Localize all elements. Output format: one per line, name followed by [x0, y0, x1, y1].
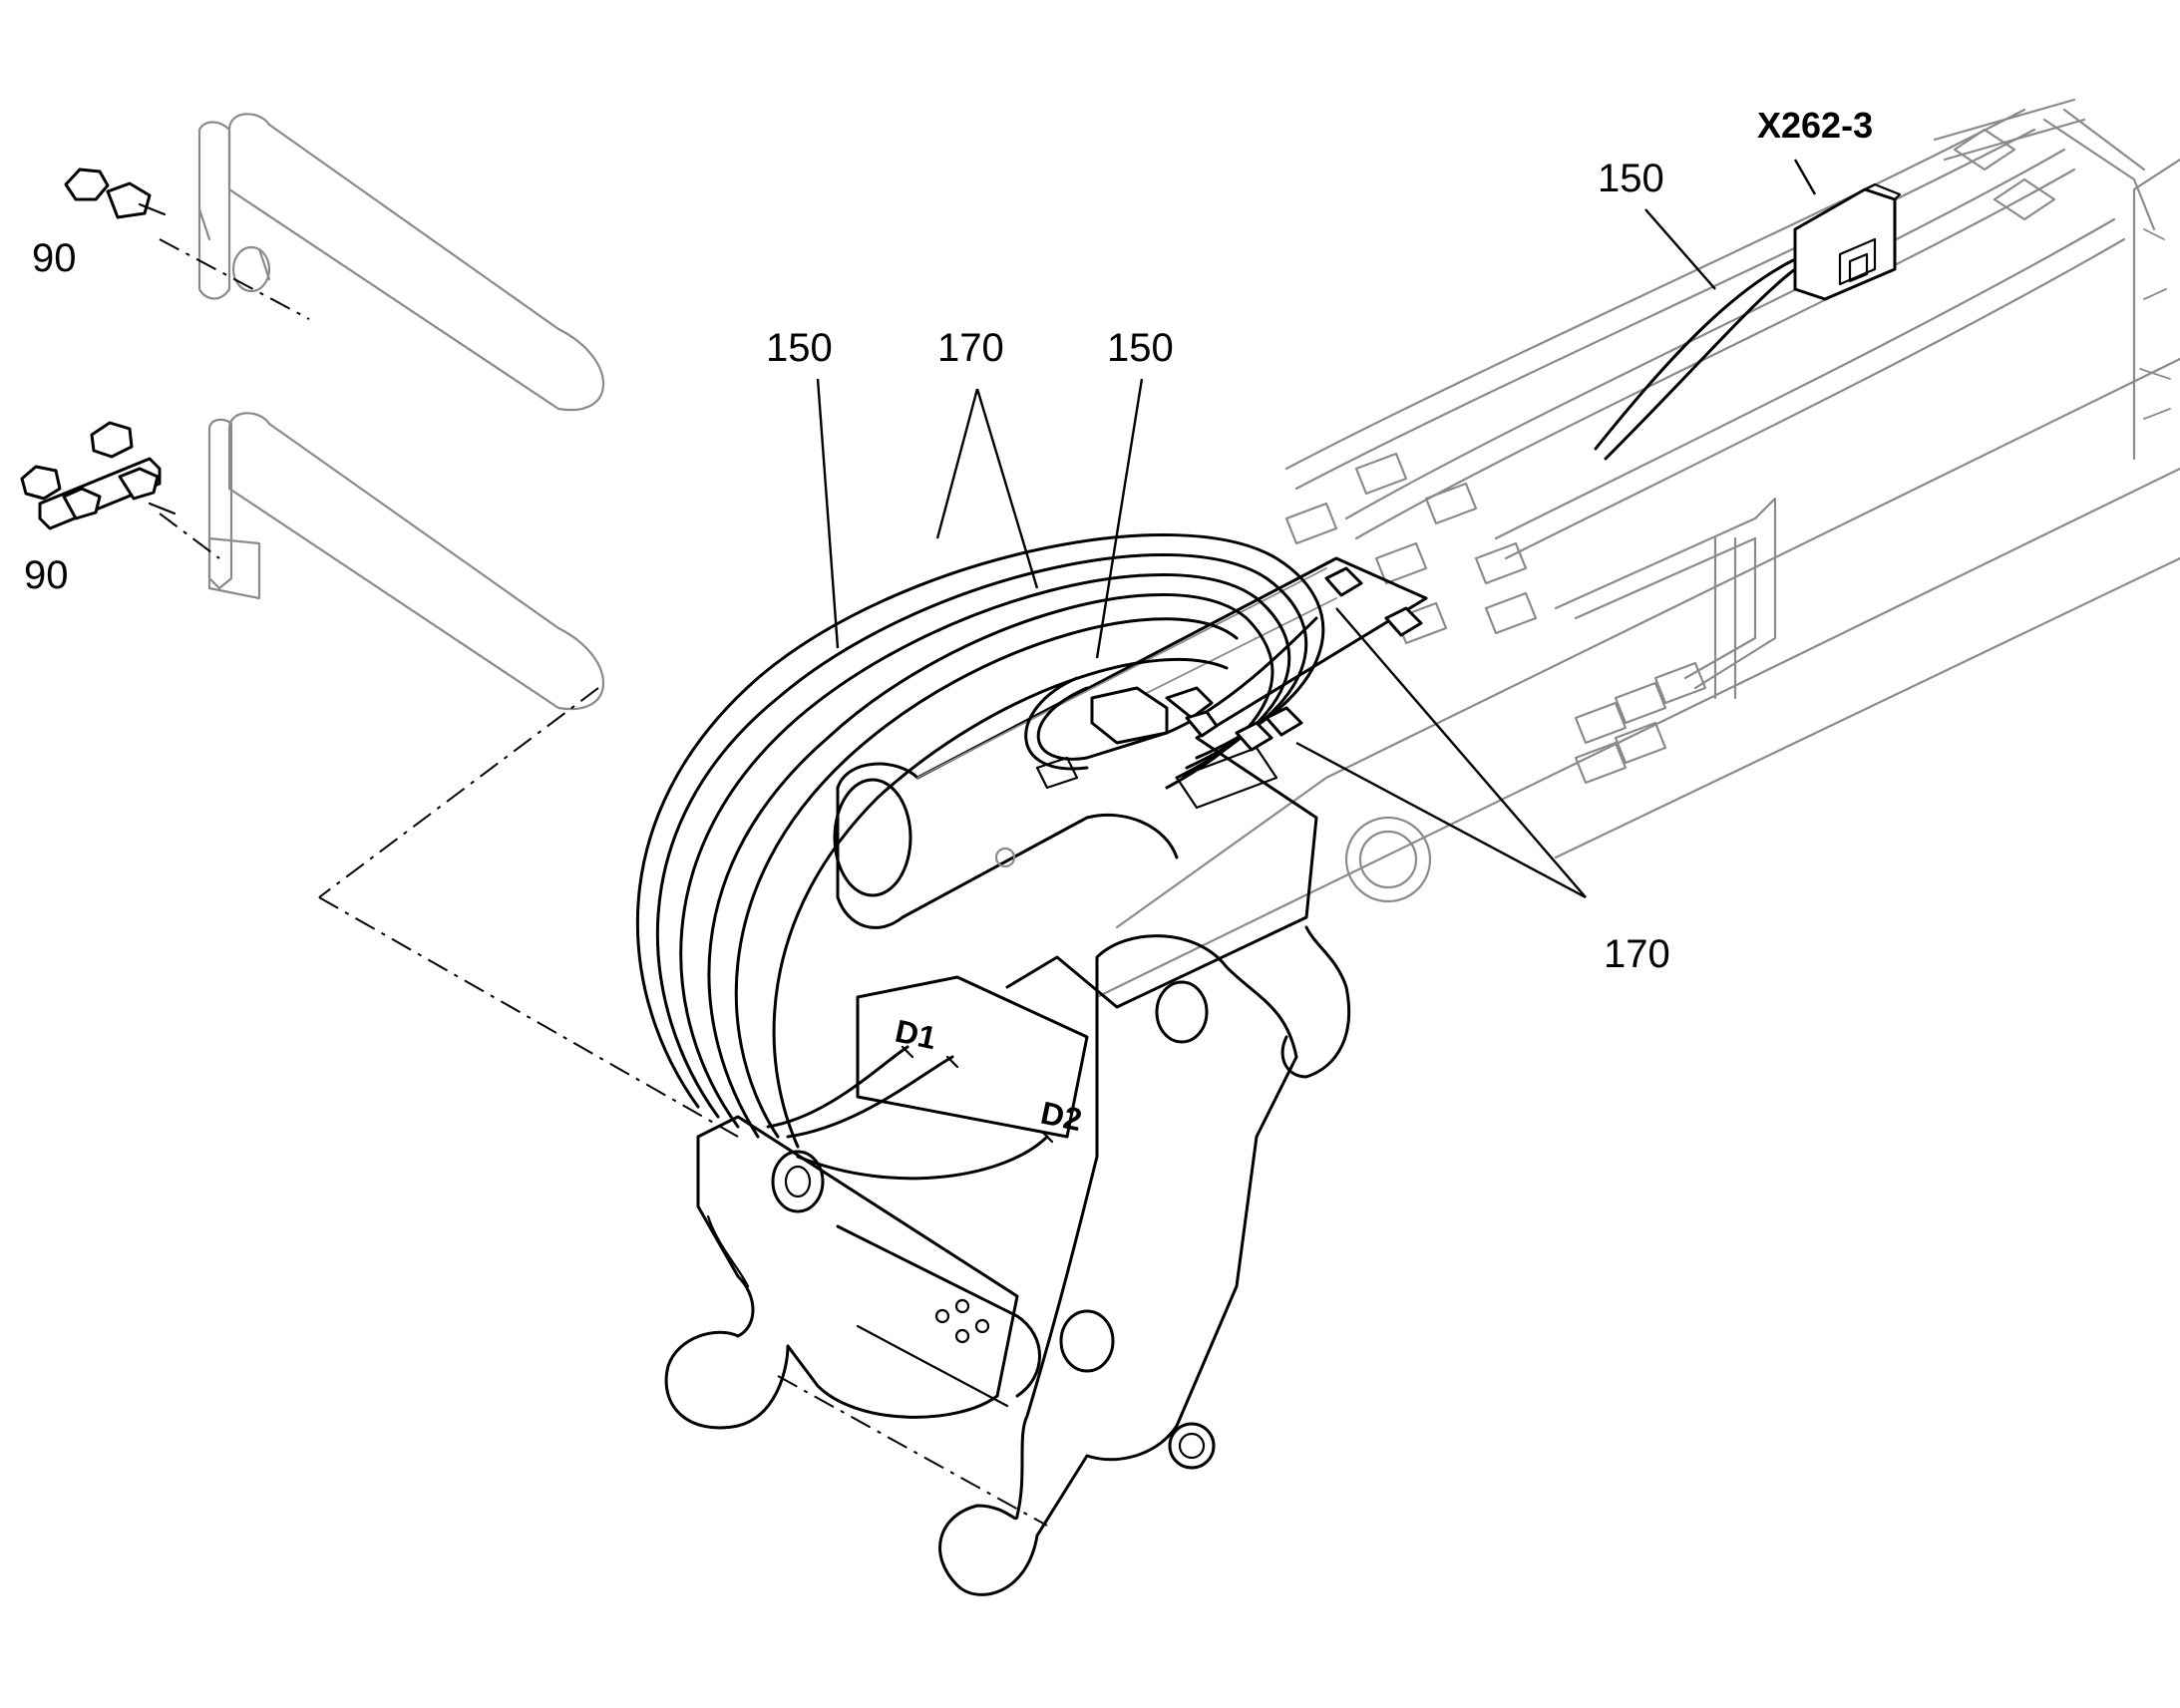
connector-label: X262-3 — [1757, 105, 1873, 146]
boom-arm — [1095, 158, 2180, 999]
callout-labels: 90 90 150 170 150 150 170 X262-3 D1 D2 — [24, 105, 1873, 1138]
callout-150-left: 150 — [766, 326, 833, 370]
port-marking-d2: D2 — [1038, 1095, 1085, 1139]
callout-150-mid: 150 — [1107, 326, 1174, 370]
bolt-washer-upper — [64, 168, 167, 219]
callout-150-right: 150 — [1598, 157, 1664, 200]
callout-90-lower: 90 — [24, 553, 69, 597]
hose-loops — [635, 533, 1325, 1181]
leader-lines — [816, 159, 1817, 899]
callout-170-bottom: 170 — [1604, 932, 1670, 976]
electrical-connector — [1594, 182, 1902, 461]
boom-fittings — [1284, 128, 2056, 785]
pin-upper — [197, 113, 605, 412]
valve-block — [1035, 566, 1423, 810]
assembly-centerlines — [159, 238, 1048, 1527]
boom-hydraulic-lines — [1284, 98, 2156, 785]
pin-lower — [207, 412, 605, 711]
callout-90-upper: 90 — [32, 236, 77, 280]
bolt-clamp-lower — [20, 421, 177, 530]
coupler-bracket — [664, 556, 1428, 1596]
callout-170-top: 170 — [937, 326, 1004, 370]
port-marking-d1: D1 — [893, 1013, 939, 1057]
